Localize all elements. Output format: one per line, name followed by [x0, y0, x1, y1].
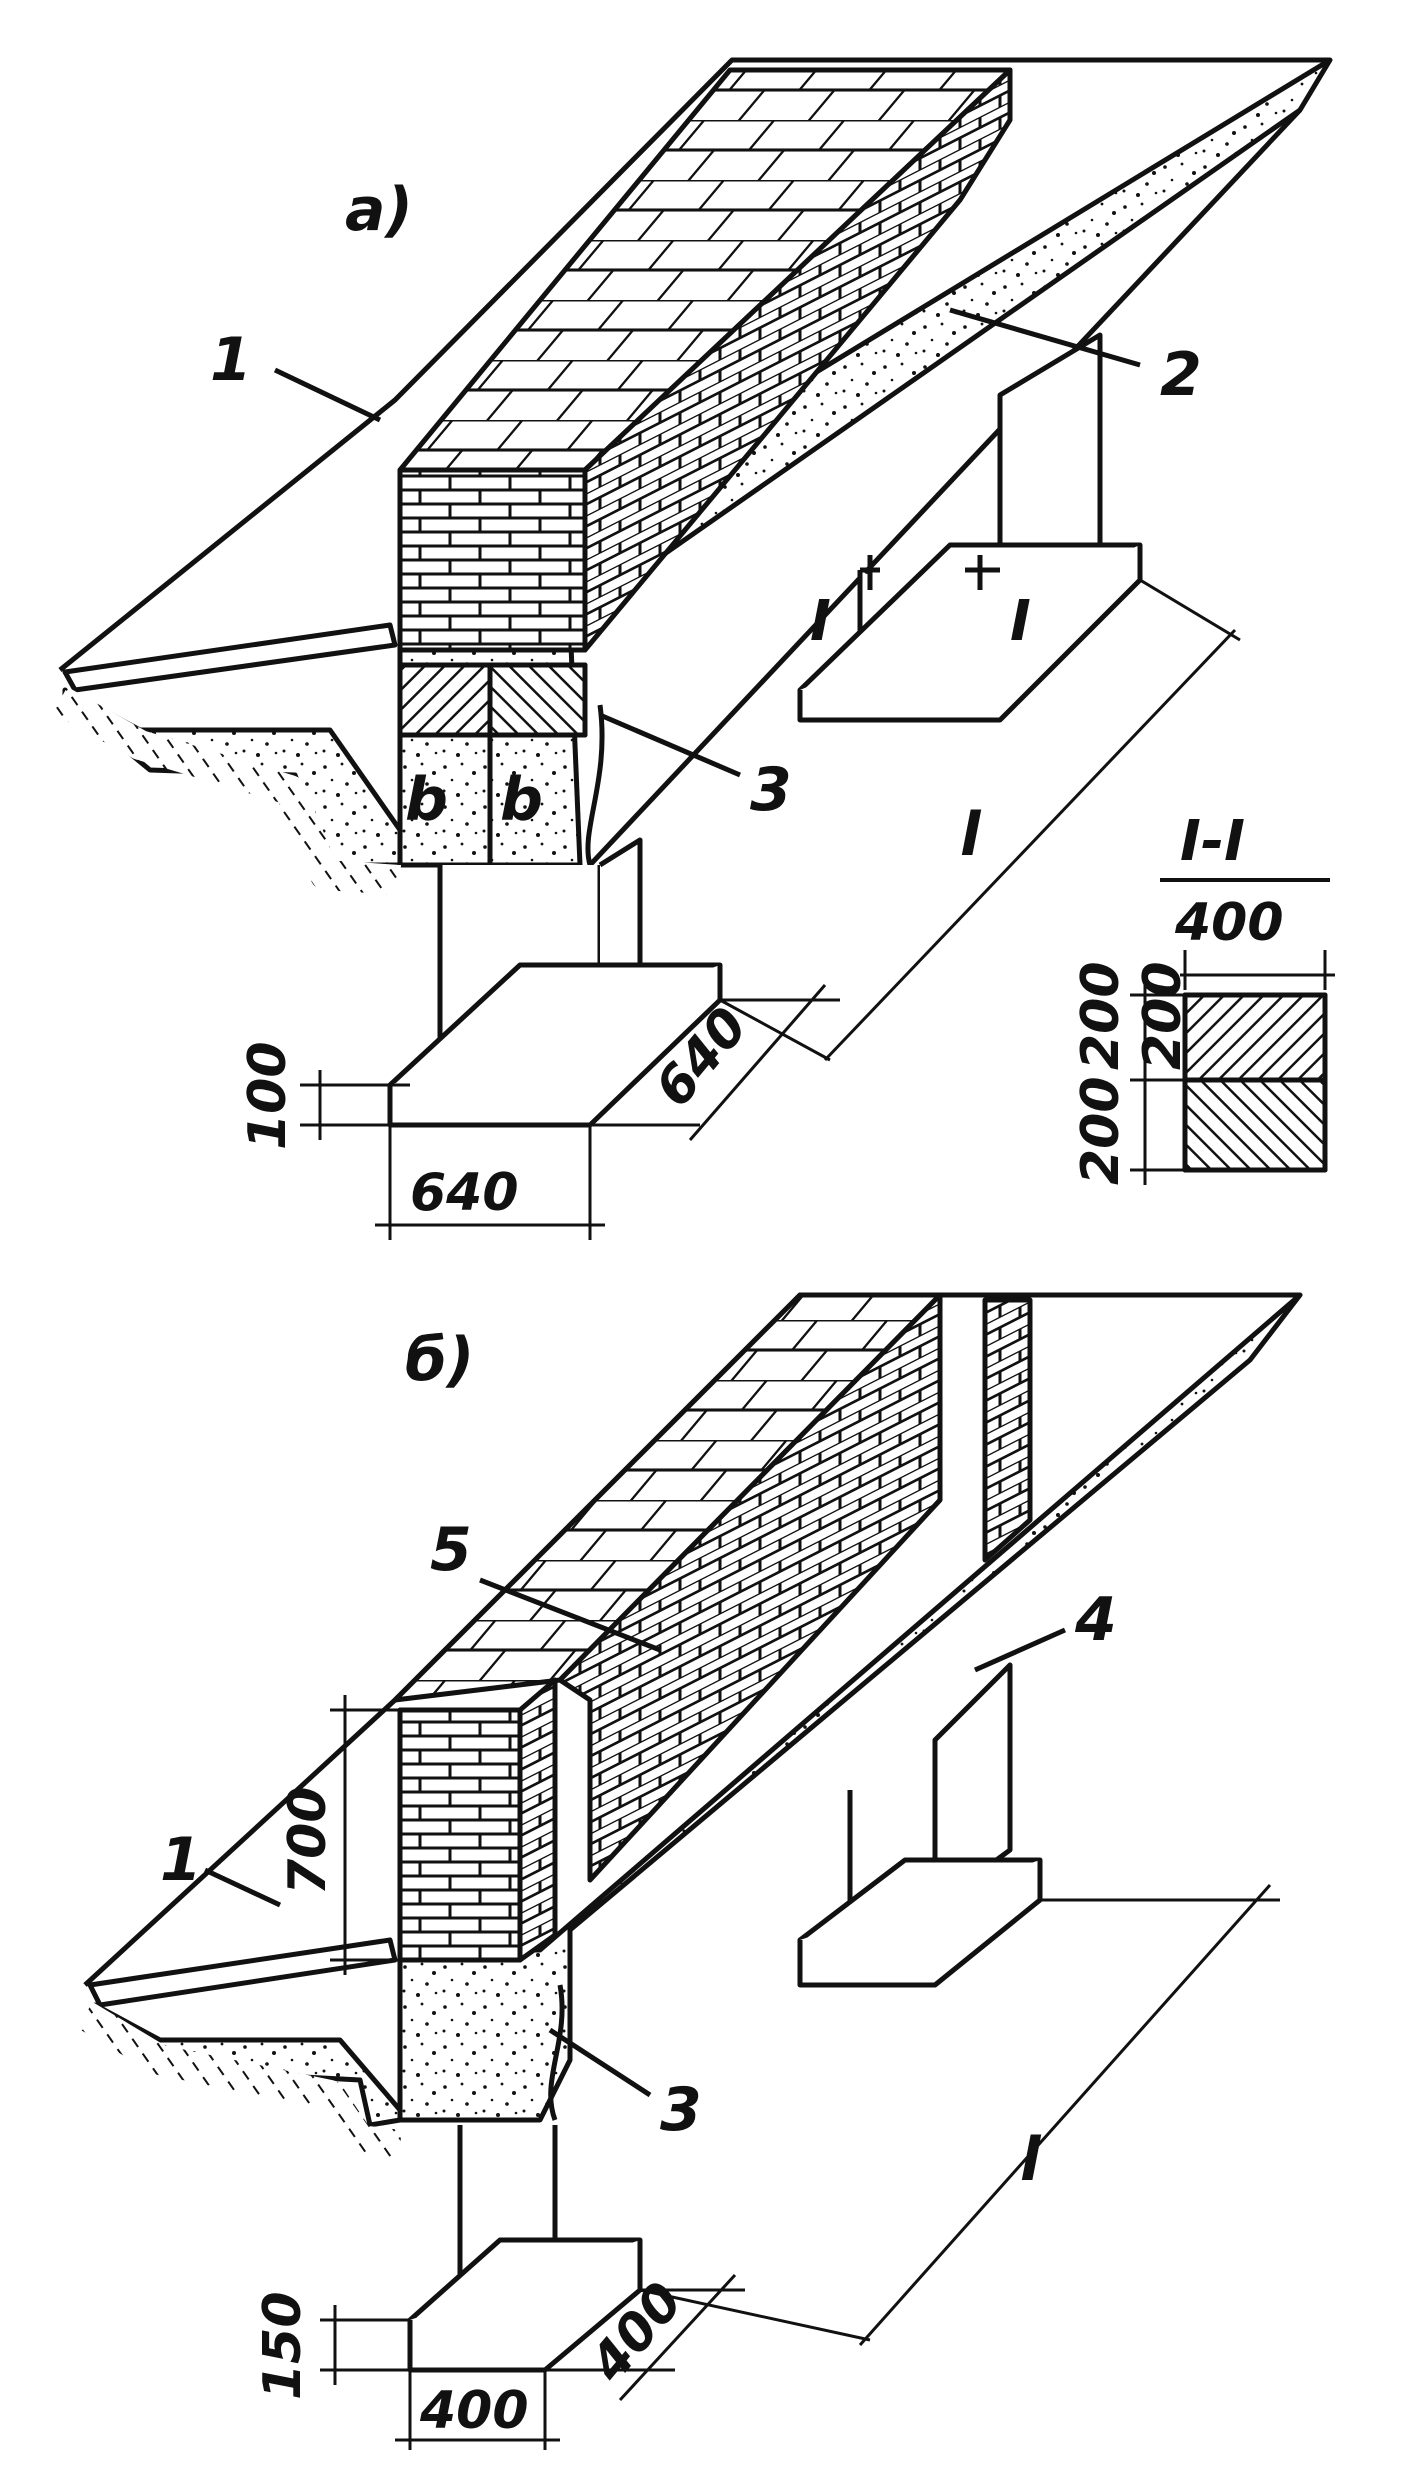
- fig-b-dim-span: l: [1020, 2125, 1042, 2195]
- fig-a-section-dim-2: 200: [1133, 961, 1193, 1070]
- fig-b-dim-height: 150: [253, 2291, 313, 2400]
- fig-b-dim-width-line: [395, 2370, 560, 2450]
- fig-a-beam-underside: [588, 108, 1302, 867]
- fig-a-wall-front: [397, 467, 588, 653]
- fig-a-section-dim-3: 200: [1071, 1076, 1131, 1185]
- fig-a-callout-2: 2: [1160, 340, 1202, 410]
- fig-b-beam-haunch: [548, 1984, 565, 2121]
- fig-a-section-width: 400: [1174, 893, 1284, 953]
- fig-a-beam-cell-label-right: b: [500, 765, 543, 835]
- fig-a-label: а): [345, 175, 413, 245]
- fig-a-section-mark-right: [965, 555, 1000, 590]
- fig-b-far-footing-front: [797, 1860, 1043, 1988]
- fig-a-section-upper-cell: [1182, 992, 1328, 1083]
- fig-b-callout-leader-3: [548, 2027, 652, 2098]
- fig-a-beam-cells-frame: [397, 662, 588, 865]
- fig-b-callout-1: 1: [160, 1825, 202, 1895]
- fig-a-section-mark-label-left: I: [810, 589, 831, 654]
- fig-a-beam-haunch: [585, 704, 605, 866]
- figure-b-isometric-view: [77, 1292, 1303, 2450]
- fig-b-pilaster-side: [517, 1677, 558, 1963]
- fig-a-far-footing-front: [797, 545, 1143, 723]
- fig-b-callout-3: 3: [660, 2075, 702, 2145]
- fig-a-paving-slab: [62, 622, 398, 693]
- fig-a-dim-height-line: [300, 1070, 410, 1140]
- fig-b-dim-span-line: [639, 1884, 1280, 2346]
- fig-a-section-mark-label-right: I: [1010, 589, 1031, 654]
- fig-a-callout-1: 1: [210, 325, 252, 395]
- fig-a-section-mark-left: [860, 555, 880, 590]
- fig-a-section-height-dim: [1130, 980, 1185, 1185]
- fig-b-callout-leader-1: [203, 1867, 282, 1908]
- fig-a-beam-cell-label-left: b: [405, 765, 448, 835]
- fig-b-dim-wall-height-line: [330, 1695, 400, 1975]
- figure-a-isometric-view: [52, 57, 1335, 1240]
- fig-a-dim-depth-line: [590, 984, 840, 1141]
- fig-b-callout-5: 5: [430, 1515, 472, 1585]
- fig-a-ground-hatch: [52, 686, 401, 895]
- fig-a-callout-leader-1: [273, 367, 382, 423]
- fig-a-dim-width: 640: [410, 1163, 519, 1223]
- fig-a-callout-leader-3: [599, 712, 741, 778]
- fig-a-dim-height: 100: [238, 1041, 298, 1150]
- fig-a-section-frame: [1182, 992, 1328, 1173]
- fig-b-callout-leader-4: [973, 1627, 1067, 1673]
- fig-b-ground-hatch: [77, 2002, 402, 2160]
- fig-a-section-dim-1: 200: [1071, 961, 1131, 1070]
- fig-a-callout-3: 3: [750, 755, 792, 825]
- fig-a-callout-leader-2: [949, 307, 1141, 368]
- fig-a-paving-edge: [58, 57, 1330, 672]
- fig-a-beam-cell-left: [397, 662, 493, 738]
- fig-a-beam-cell-right: [487, 662, 588, 738]
- fig-b-grade-beam-top: [397, 1292, 1303, 2123]
- fig-a-section-title: I-I: [1180, 809, 1245, 874]
- fig-b-label: б): [405, 1325, 474, 1395]
- fig-b-wall-side: [557, 1292, 943, 1883]
- fig-b-far-wall: [982, 1297, 1033, 1563]
- fig-b-dim-width: 400: [419, 2381, 529, 2441]
- fig-a-dim-width-line: [375, 1125, 605, 1240]
- fig-a-dim-span-line: [719, 578, 1241, 1062]
- fig-b-dim-depth-line: [545, 2273, 745, 2402]
- fig-b-paving-slab: [87, 1937, 398, 2008]
- fig-a-section-width-dim: [1180, 950, 1335, 990]
- fig-b-dim-wall-height: 700: [278, 1786, 338, 1895]
- fig-a-dim-span: l: [960, 800, 982, 870]
- fig-b-pilaster-front: [397, 1707, 523, 1963]
- fig-b-callout-4: 4: [1074, 1585, 1117, 1655]
- fig-b-dim-height-line: [320, 2305, 410, 2385]
- fig-b-callout-leader-5: [479, 1577, 661, 1653]
- fig-a-section-lower-cell: [1182, 1077, 1328, 1173]
